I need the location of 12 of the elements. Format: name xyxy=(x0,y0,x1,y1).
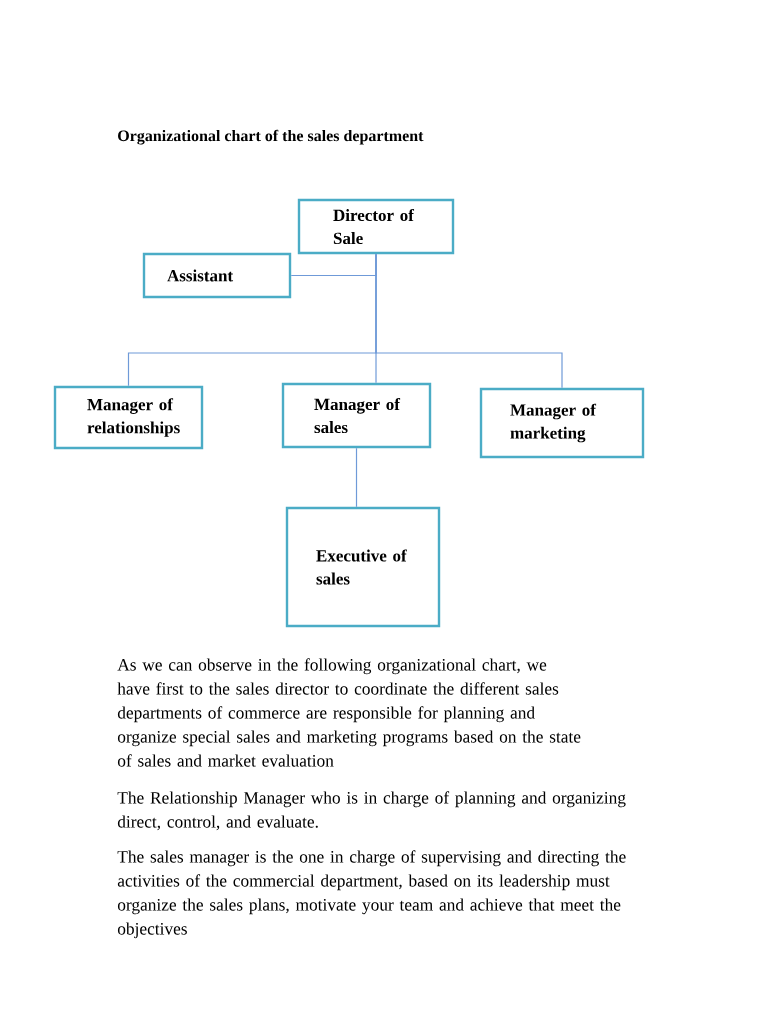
org-box: Manager of sales xyxy=(281,382,432,449)
org-box: Assistant xyxy=(142,252,292,299)
title: Organizational chart of the sales department xyxy=(118,129,424,145)
paragraph: As we can observe in the following organizational chart, we have first to the sales director to coordinate the different sales departments of commerce are responsible for planning and organize special sales and marketing programs based on the state of sales and market evaluation xyxy=(117,658,581,767)
connector-line xyxy=(375,253,563,389)
org-box: Manager of marketing xyxy=(479,387,645,459)
org-box: Executive of sales xyxy=(285,506,441,628)
paragraph: The Relationship Manager who is in charge of planning and organizing direct, control, and evaluate. xyxy=(117,791,626,831)
paragraph: The sales manager is the one in charge of supervising and directing the activities of the commercial department, based on its leadership must organize the sales plans, motivate your team and achieve that meet the objectives xyxy=(117,850,626,939)
connector-line xyxy=(355,447,358,508)
org-box: Director of Sale xyxy=(297,198,455,255)
org-box: Manager of relationships xyxy=(53,385,204,450)
